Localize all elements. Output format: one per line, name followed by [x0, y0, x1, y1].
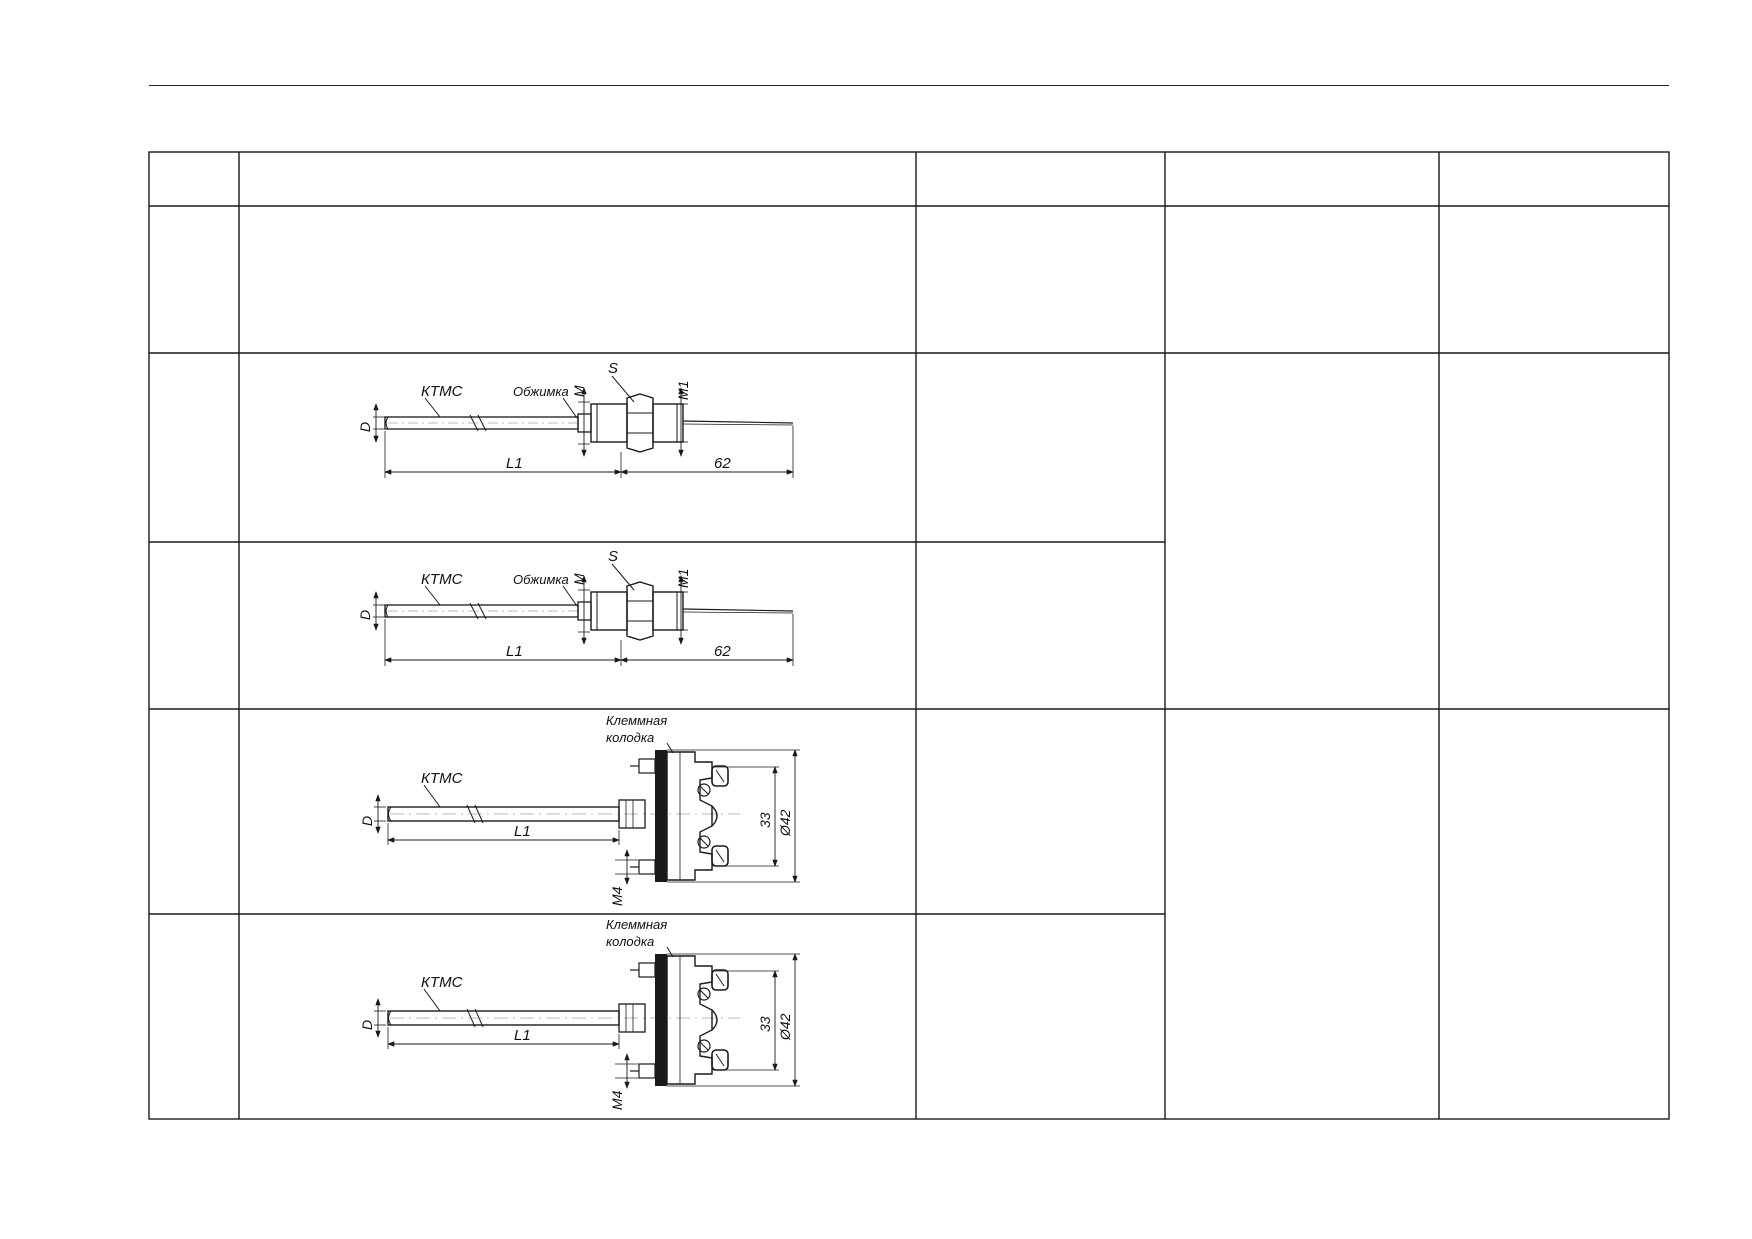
label-l1: L1	[506, 643, 523, 660]
label-42: Ø42	[777, 1013, 793, 1041]
label-m4: M4	[609, 886, 625, 906]
table-grid	[148, 151, 1670, 1120]
label-m: M	[571, 573, 587, 585]
label-m1: M1	[675, 569, 691, 588]
label-33: 33	[757, 812, 773, 828]
label-block-1: Клеммная	[606, 917, 667, 932]
label-33: 33	[757, 1016, 773, 1032]
label-m4: M4	[609, 1090, 625, 1110]
label-d: D	[359, 816, 375, 826]
drawing-terminal-2: Клеммная колодка КТМС D L1 33 Ø42 M4	[359, 917, 800, 1110]
label-crimp: Обжимка	[513, 572, 569, 587]
label-ktms: КТМС	[421, 974, 463, 991]
header-rule	[149, 85, 1669, 86]
label-m: M	[571, 385, 587, 397]
label-ktms: КТМС	[421, 383, 463, 400]
label-block-2: колодка	[606, 730, 654, 745]
drawing-crimp-1: КТМС Обжимка M S M1 D L1 62	[357, 360, 793, 478]
label-m1: M1	[675, 381, 691, 400]
label-s: S	[608, 548, 618, 565]
label-d: D	[357, 610, 373, 620]
label-d: D	[359, 1020, 375, 1030]
label-ktms: КТМС	[421, 770, 463, 787]
label-block-2: колодка	[606, 934, 654, 949]
label-block-1: Клеммная	[606, 713, 667, 728]
label-l1: L1	[514, 1027, 531, 1044]
label-62: 62	[714, 455, 731, 472]
label-42: Ø42	[777, 809, 793, 837]
drawing-crimp-2: КТМС Обжимка M S M1 D L1 62	[357, 548, 793, 666]
label-s: S	[608, 360, 618, 377]
label-d: D	[357, 422, 373, 432]
label-l1: L1	[514, 823, 531, 840]
label-l1: L1	[506, 455, 523, 472]
label-ktms: КТМС	[421, 571, 463, 588]
label-crimp: Обжимка	[513, 384, 569, 399]
label-62: 62	[714, 643, 731, 660]
drawing-terminal-1: Клеммная колодка КТМС D L1 33 Ø42 M4	[359, 713, 800, 906]
